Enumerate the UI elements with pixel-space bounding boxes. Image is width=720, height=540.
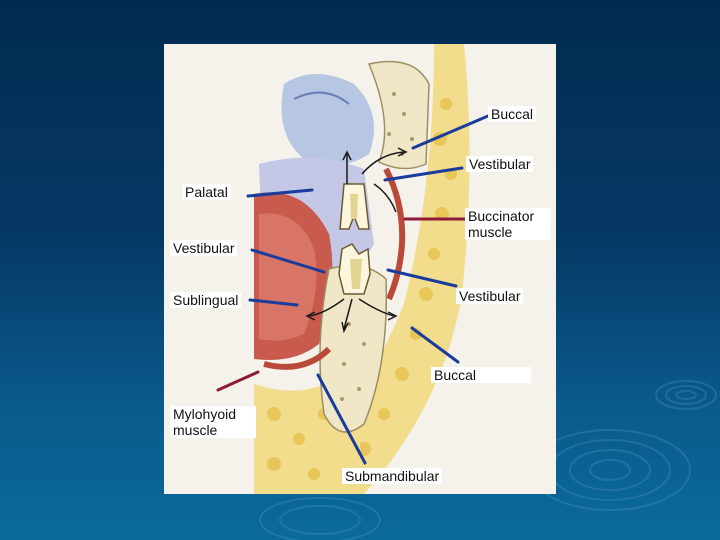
- label-buccal-upper: Buccal: [488, 106, 537, 122]
- label-submandibular: Submandibular: [342, 468, 443, 484]
- label-vestibular-lower-right: Vestibular: [456, 288, 524, 304]
- label-buccinator-muscle: Buccinator muscle: [465, 208, 551, 240]
- label-vestibular-upper-right: Vestibular: [466, 156, 534, 172]
- label-mylohyoid-muscle: Mylohyoid muscle: [170, 406, 256, 438]
- label-buccal-lower: Buccal: [431, 367, 531, 383]
- label-palatal: Palatal: [182, 184, 231, 200]
- label-vestibular-left: Vestibular: [170, 240, 238, 256]
- label-sublingual: Sublingual: [170, 292, 242, 308]
